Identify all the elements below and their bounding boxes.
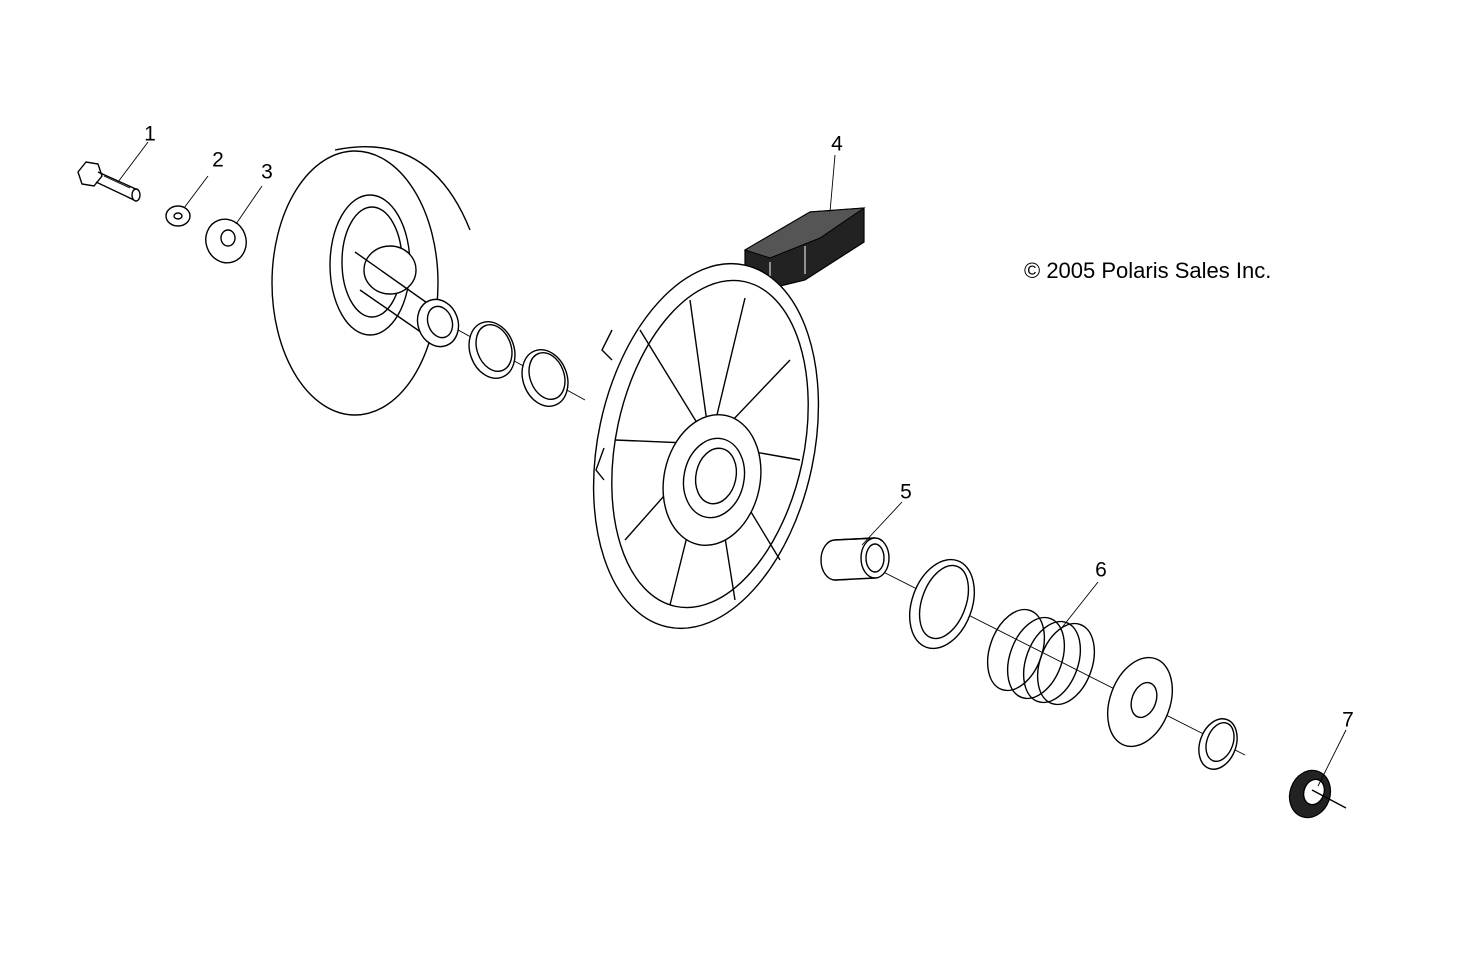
seal-ring — [909, 558, 975, 650]
leader-line-4 — [829, 154, 836, 213]
part-7-flanged-washer — [1288, 769, 1347, 819]
assembly-axis-line-lower — [829, 544, 1246, 756]
callout-2: 2 — [212, 148, 224, 172]
moveable-sheave — [592, 262, 820, 630]
copyright-notice: © 2005 Polaris Sales Inc. — [1024, 258, 1272, 283]
callout-5: 5 — [900, 480, 912, 504]
callout-3: 3 — [261, 160, 273, 184]
part-1-bolt — [77, 161, 141, 202]
part-6-spring — [986, 608, 1096, 706]
leader-line-5 — [861, 501, 903, 546]
leader-line-2 — [183, 175, 209, 209]
part-5-bushing — [820, 537, 890, 581]
spacer-ring-a — [468, 321, 516, 379]
callout-7: 7 — [1342, 708, 1354, 732]
callout-4: 4 — [831, 132, 843, 156]
part-2-washer — [165, 205, 191, 227]
retaining-ring — [1198, 718, 1238, 770]
stationary-sheave — [271, 146, 471, 416]
leader-line-7 — [1317, 729, 1347, 787]
leader-line-3 — [235, 185, 263, 225]
spacer-ring-b — [521, 349, 569, 407]
leader-line-1 — [117, 141, 149, 183]
callout-1: 1 — [144, 122, 156, 146]
callout-6: 6 — [1095, 558, 1107, 582]
leader-line-6 — [1059, 581, 1099, 631]
part-3-washer — [205, 218, 247, 264]
spring-cup-washer — [1107, 656, 1173, 748]
